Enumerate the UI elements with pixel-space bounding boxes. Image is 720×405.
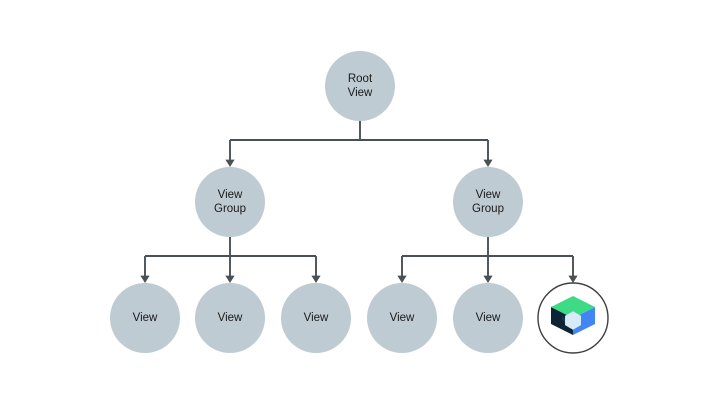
connector-root-to-viewgroups <box>225 121 493 167</box>
node-view-3[interactable]: View <box>281 283 351 353</box>
node-circle <box>453 167 523 237</box>
node-circle <box>367 283 437 353</box>
node-view-4[interactable]: View <box>367 283 437 353</box>
node-circle <box>453 283 523 353</box>
node-view-5[interactable]: View <box>453 283 523 353</box>
logo-top-face <box>551 296 595 318</box>
node-circle <box>325 51 395 121</box>
node-view-2[interactable]: View <box>195 283 265 353</box>
node-circle <box>110 283 180 353</box>
node-circle <box>195 167 265 237</box>
connector-viewgroup-left-to-views <box>140 237 321 283</box>
logo-center-hexagon <box>565 311 581 330</box>
node-circle <box>195 283 265 353</box>
node-circle <box>281 283 351 353</box>
jetpack-compose-logo <box>551 296 595 335</box>
node-view-1[interactable]: View <box>110 283 180 353</box>
connector-viewgroup-right-to-views <box>397 237 578 283</box>
node-compose-node[interactable] <box>537 282 609 354</box>
connector-layer <box>140 121 578 283</box>
logo-right-face <box>573 307 595 335</box>
logo-left-face <box>551 307 573 335</box>
